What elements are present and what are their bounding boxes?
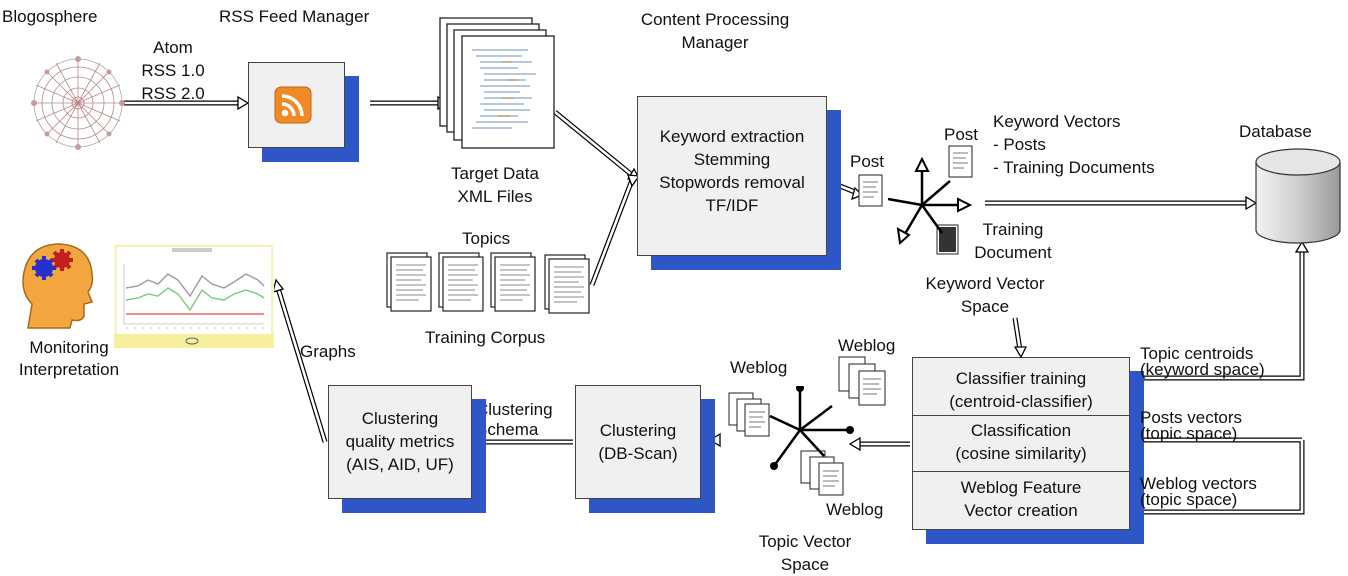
- keyword-vectors-title: Keyword Vectors: [993, 112, 1121, 131]
- divider: [913, 415, 1129, 416]
- topic-vector-space-label-line2: Space: [780, 555, 830, 574]
- content-processing-label-line2: Manager: [681, 33, 749, 52]
- document-icon: [838, 356, 886, 406]
- xml-files-label: XML Files: [457, 187, 533, 206]
- classifier-stack: Classifier training (centroid-classifier…: [912, 357, 1130, 530]
- weblog-vectors-label-line2: (topic space): [1140, 490, 1238, 509]
- classification-subtitle: (cosine similarity): [955, 444, 1087, 463]
- document-icon: [728, 392, 770, 437]
- topic-centroids-label-line2: (keyword space): [1140, 360, 1265, 379]
- weblog-feature-title: Weblog Feature: [960, 478, 1082, 497]
- clustering-box: Clustering (DB-Scan): [575, 385, 701, 499]
- keyword-vector-space-label-line2: Space: [960, 297, 1010, 316]
- training-corpus-icon: [386, 252, 590, 314]
- keyword-vectors-posts: - Posts: [993, 135, 1046, 154]
- step-tfidf: TF/IDF: [705, 196, 759, 215]
- rss-feed-manager-label: RSS Feed Manager: [219, 7, 370, 26]
- blogosphere-label: Blogosphere: [2, 7, 98, 26]
- topics-label: Topics: [462, 229, 511, 248]
- clustering-schema-label-line2: Schema: [476, 420, 539, 439]
- step-stopwords-removal: Stopwords removal: [659, 173, 805, 192]
- clustering-quality-list: (AIS, AID, UF): [346, 455, 454, 474]
- clustering-quality-box: Clustering quality metrics (AIS, AID, UF…: [328, 385, 472, 499]
- classification-title: Classification: [970, 421, 1072, 440]
- feed-format-atom: Atom: [153, 38, 193, 57]
- content-processing-label-line1: Content Processing: [640, 10, 790, 29]
- step-keyword-extraction: Keyword extraction: [659, 127, 805, 146]
- graphs-label: Graphs: [300, 342, 356, 361]
- training-corpus-label: Training Corpus: [425, 328, 546, 347]
- rss-icon: [274, 86, 312, 124]
- graph-chart-icon: [114, 244, 274, 348]
- clustering-subtitle: (DB-Scan): [598, 444, 678, 463]
- posts-vectors-label-line1: Posts vectors: [1140, 408, 1243, 427]
- feed-format-rss20: RSS 2.0: [141, 84, 205, 103]
- interpretation-label: Interpretation: [18, 360, 120, 379]
- clustering-quality-metrics: quality metrics: [345, 432, 455, 451]
- post-label-left: Post: [850, 152, 885, 171]
- brain-gears-icon: [22, 243, 94, 329]
- database-label: Database: [1239, 122, 1312, 141]
- weblog-label-top: Weblog: [838, 336, 896, 355]
- weblog-feature-subtitle: Vector creation: [964, 501, 1078, 520]
- step-stemming: Stemming: [693, 150, 771, 169]
- weblog-vectors-label-line1: Weblog vectors: [1140, 474, 1257, 493]
- keyword-vectors-training: - Training Documents: [993, 158, 1155, 177]
- posts-vectors-label-line2: (topic space): [1140, 424, 1238, 443]
- document-icon: [948, 145, 973, 178]
- topic-vector-space-label-line1: Topic Vector: [758, 532, 852, 551]
- clustering-schema-label-line1: Clustering: [476, 400, 553, 419]
- document-icon: [800, 450, 844, 496]
- classifier-training-subtitle: (centroid-classifier): [949, 392, 1093, 411]
- weblog-label-left: Weblog: [730, 358, 788, 377]
- monitoring-label: Monitoring: [29, 338, 109, 357]
- vector-space-icon: [769, 386, 854, 470]
- database-icon: [1255, 148, 1341, 244]
- blogosphere-network-icon: [31, 56, 125, 150]
- post-label-top: Post: [944, 125, 979, 144]
- keyword-vector-space-label-line1: Keyword Vector: [925, 274, 1045, 293]
- classifier-training-title: Classifier training: [955, 369, 1087, 388]
- xml-files-icon: [439, 17, 555, 149]
- weblog-label-bottom: Weblog: [826, 500, 884, 519]
- target-data-label: Target Data: [451, 164, 539, 183]
- clustering-title: Clustering: [599, 421, 677, 440]
- vector-space-icon: [887, 156, 973, 245]
- topic-centroids-label-line1: Topic centroids: [1140, 344, 1254, 363]
- content-processing-box: Keyword extraction Stemming Stopwords re…: [637, 96, 827, 256]
- clustering-quality-title: Clustering: [361, 409, 439, 428]
- divider: [913, 471, 1129, 472]
- training-document-label-line2: Document: [974, 243, 1052, 262]
- rss-feed-manager-box: [248, 62, 345, 148]
- feed-format-rss10: RSS 1.0: [141, 61, 205, 80]
- document-icon: [858, 174, 883, 207]
- training-document-label-line1: Training: [982, 220, 1044, 239]
